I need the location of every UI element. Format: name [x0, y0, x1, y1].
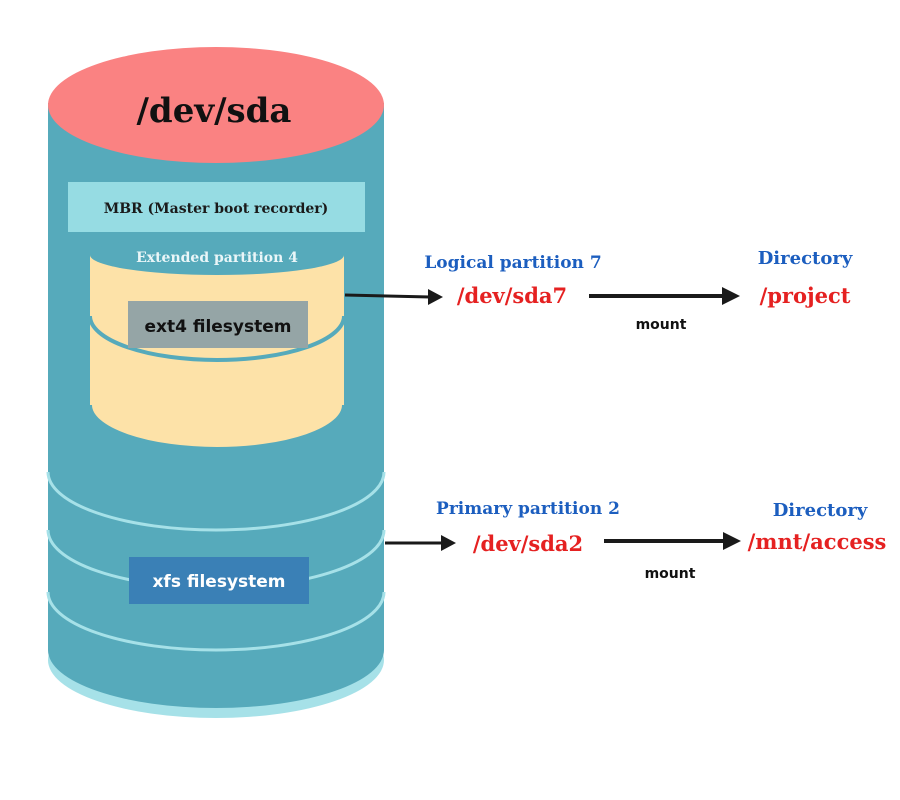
directory-mnt-access: /mnt/access: [748, 529, 887, 554]
arrow-head-icon: [723, 532, 741, 550]
mount-label: mount: [645, 566, 696, 582]
extended-band-line: [88, 315, 346, 362]
directory-heading: Directory: [773, 500, 868, 521]
device-sda7: /dev/sda7: [457, 283, 567, 308]
disk-top: [48, 47, 384, 163]
logical-partition-label: Logical partition 7: [424, 253, 601, 273]
disk-title: /dev/sda: [137, 91, 292, 131]
mbr-box: [68, 182, 365, 232]
arrow-head-icon: [428, 289, 443, 305]
xfs-box: [129, 557, 309, 604]
disk-band-line: [46, 471, 386, 532]
arrow-line: [344, 293, 431, 299]
mount-label: mount: [636, 317, 687, 333]
primary-partition-label: Primary partition 2: [436, 499, 620, 519]
ext4-box: [128, 301, 308, 348]
flow-primary-partition: Primary partition 2 /dev/sda2 mount Dire…: [385, 499, 886, 582]
directory-project: /project: [760, 283, 851, 308]
extended-band-line: [88, 404, 346, 451]
arrow-head-icon: [441, 535, 456, 551]
arrow-head-icon: [722, 287, 740, 305]
device-sda2: /dev/sda2: [473, 531, 583, 556]
directory-heading: Directory: [758, 248, 853, 269]
xfs-label: xfs filesystem: [152, 572, 285, 592]
extended-partition-label: Extended partition 4: [136, 250, 298, 266]
ext4-label: ext4 filesystem: [144, 317, 291, 337]
extended-body: [90, 255, 344, 449]
mbr-label: MBR (Master boot recorder): [104, 201, 329, 217]
flow-logical-partition: Logical partition 7 /dev/sda7 mount Dire…: [344, 248, 853, 333]
extended-top: [90, 235, 344, 275]
disk-band-line: [46, 591, 386, 652]
